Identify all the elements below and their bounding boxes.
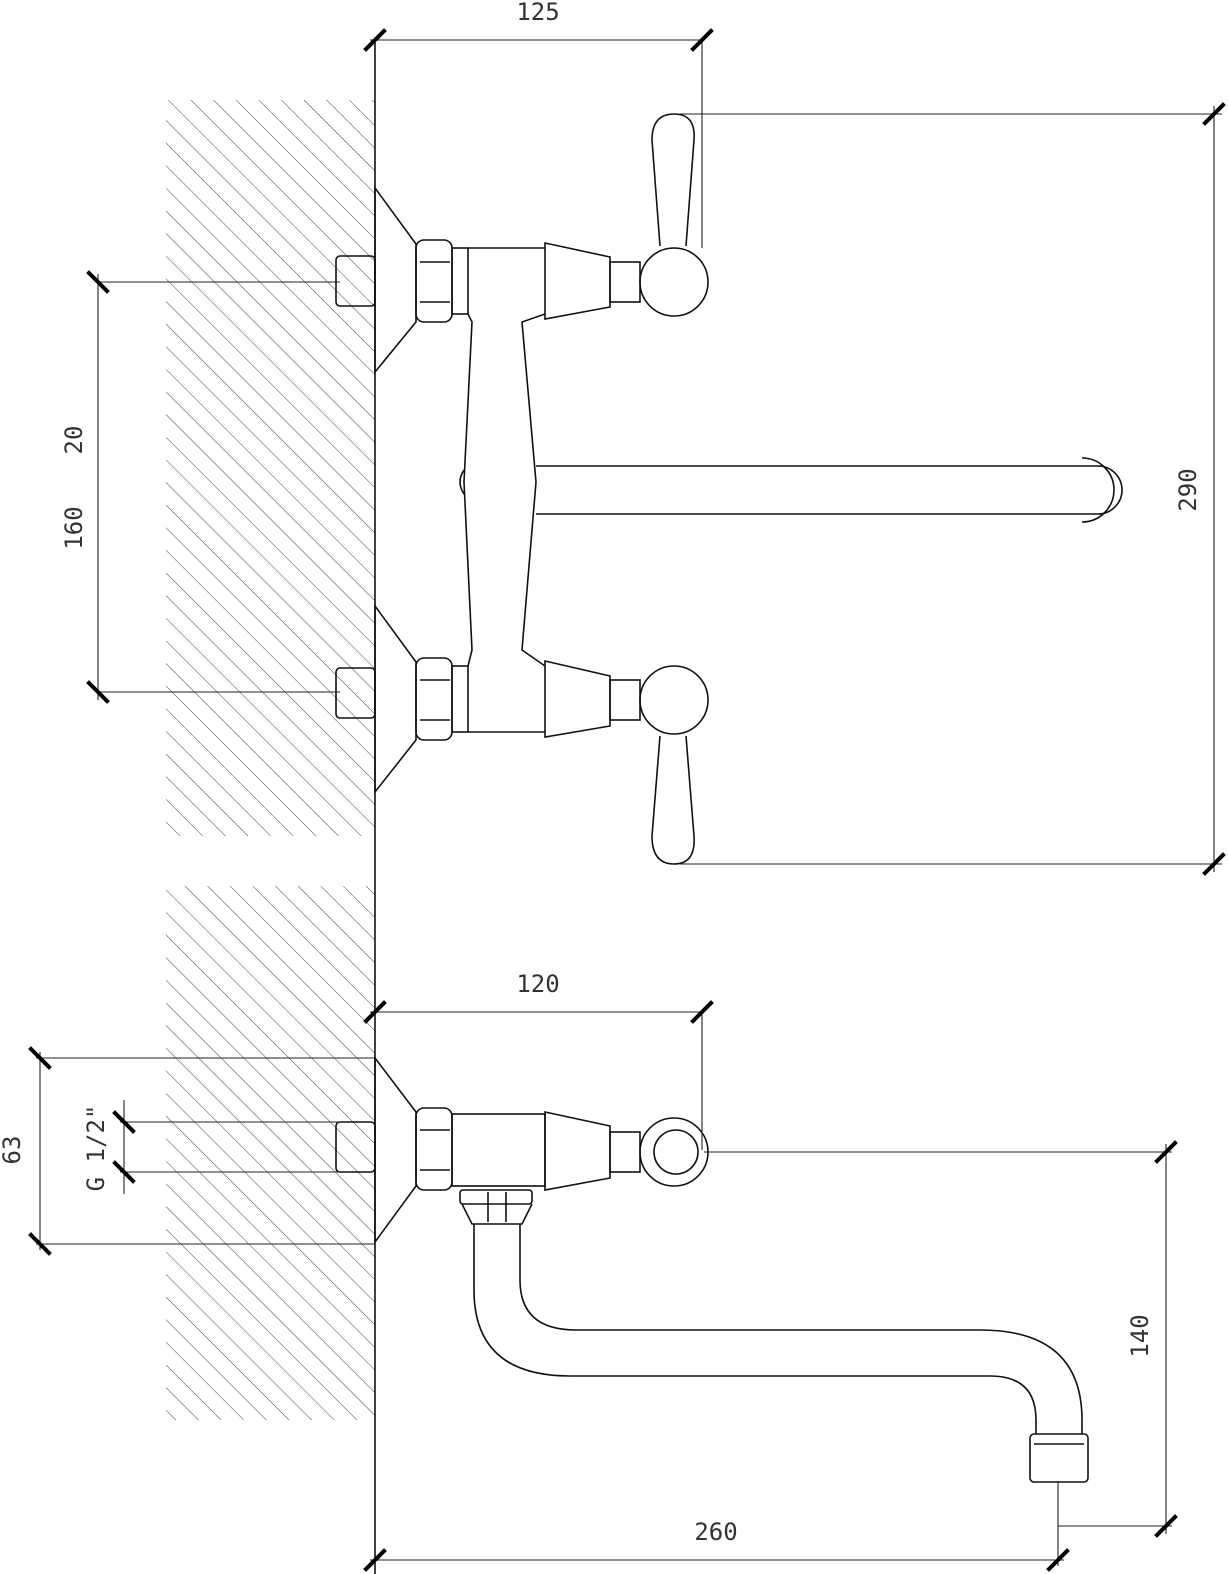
dimension-label-side-width: 120 — [516, 970, 559, 998]
dimension-spout-drop: 140 — [704, 1140, 1178, 1538]
dimension-inlet-spacing: 20 160 — [60, 270, 340, 704]
lower-inlet-assembly — [335, 603, 469, 795]
dimension-thread: G 1/2" — [82, 1100, 340, 1194]
mixer-body — [459, 247, 546, 733]
dimension-side-width: 120 — [363, 970, 714, 1150]
dimension-label-offset-b: 160 — [60, 506, 88, 549]
wall-section-bottom — [166, 886, 375, 1420]
spout-nut — [459, 1189, 533, 1225]
faucet-front-view — [335, 113, 1123, 865]
dimension-top-width: 125 — [363, 0, 714, 248]
wall-section-top — [166, 100, 375, 836]
upper-valve — [544, 242, 709, 320]
lower-lever-handle — [651, 735, 695, 865]
spout-front — [536, 457, 1123, 523]
spout-side — [473, 1224, 1089, 1483]
dimension-label-thread: G 1/2" — [82, 1105, 110, 1192]
lower-valve — [544, 659, 709, 738]
dimension-label-total-height: 290 — [1174, 468, 1202, 511]
dimension-label-spout-drop: 140 — [1126, 1314, 1154, 1357]
dimension-total-height: 290 — [680, 102, 1226, 876]
dimension-spout-reach: 260 — [363, 1482, 1070, 1572]
dimension-label-side-depth: 63 — [0, 1136, 26, 1165]
upper-lever-handle — [651, 113, 695, 247]
dimension-label-top-width: 125 — [516, 0, 559, 26]
dimension-label-offset-a: 20 — [60, 426, 88, 455]
faucet-side-view — [335, 1055, 1089, 1483]
dimension-side-depth: 63 — [0, 1046, 375, 1256]
side-body — [451, 1111, 709, 1191]
dimension-label-spout-reach: 260 — [694, 1518, 737, 1546]
upper-inlet-assembly — [335, 185, 469, 375]
